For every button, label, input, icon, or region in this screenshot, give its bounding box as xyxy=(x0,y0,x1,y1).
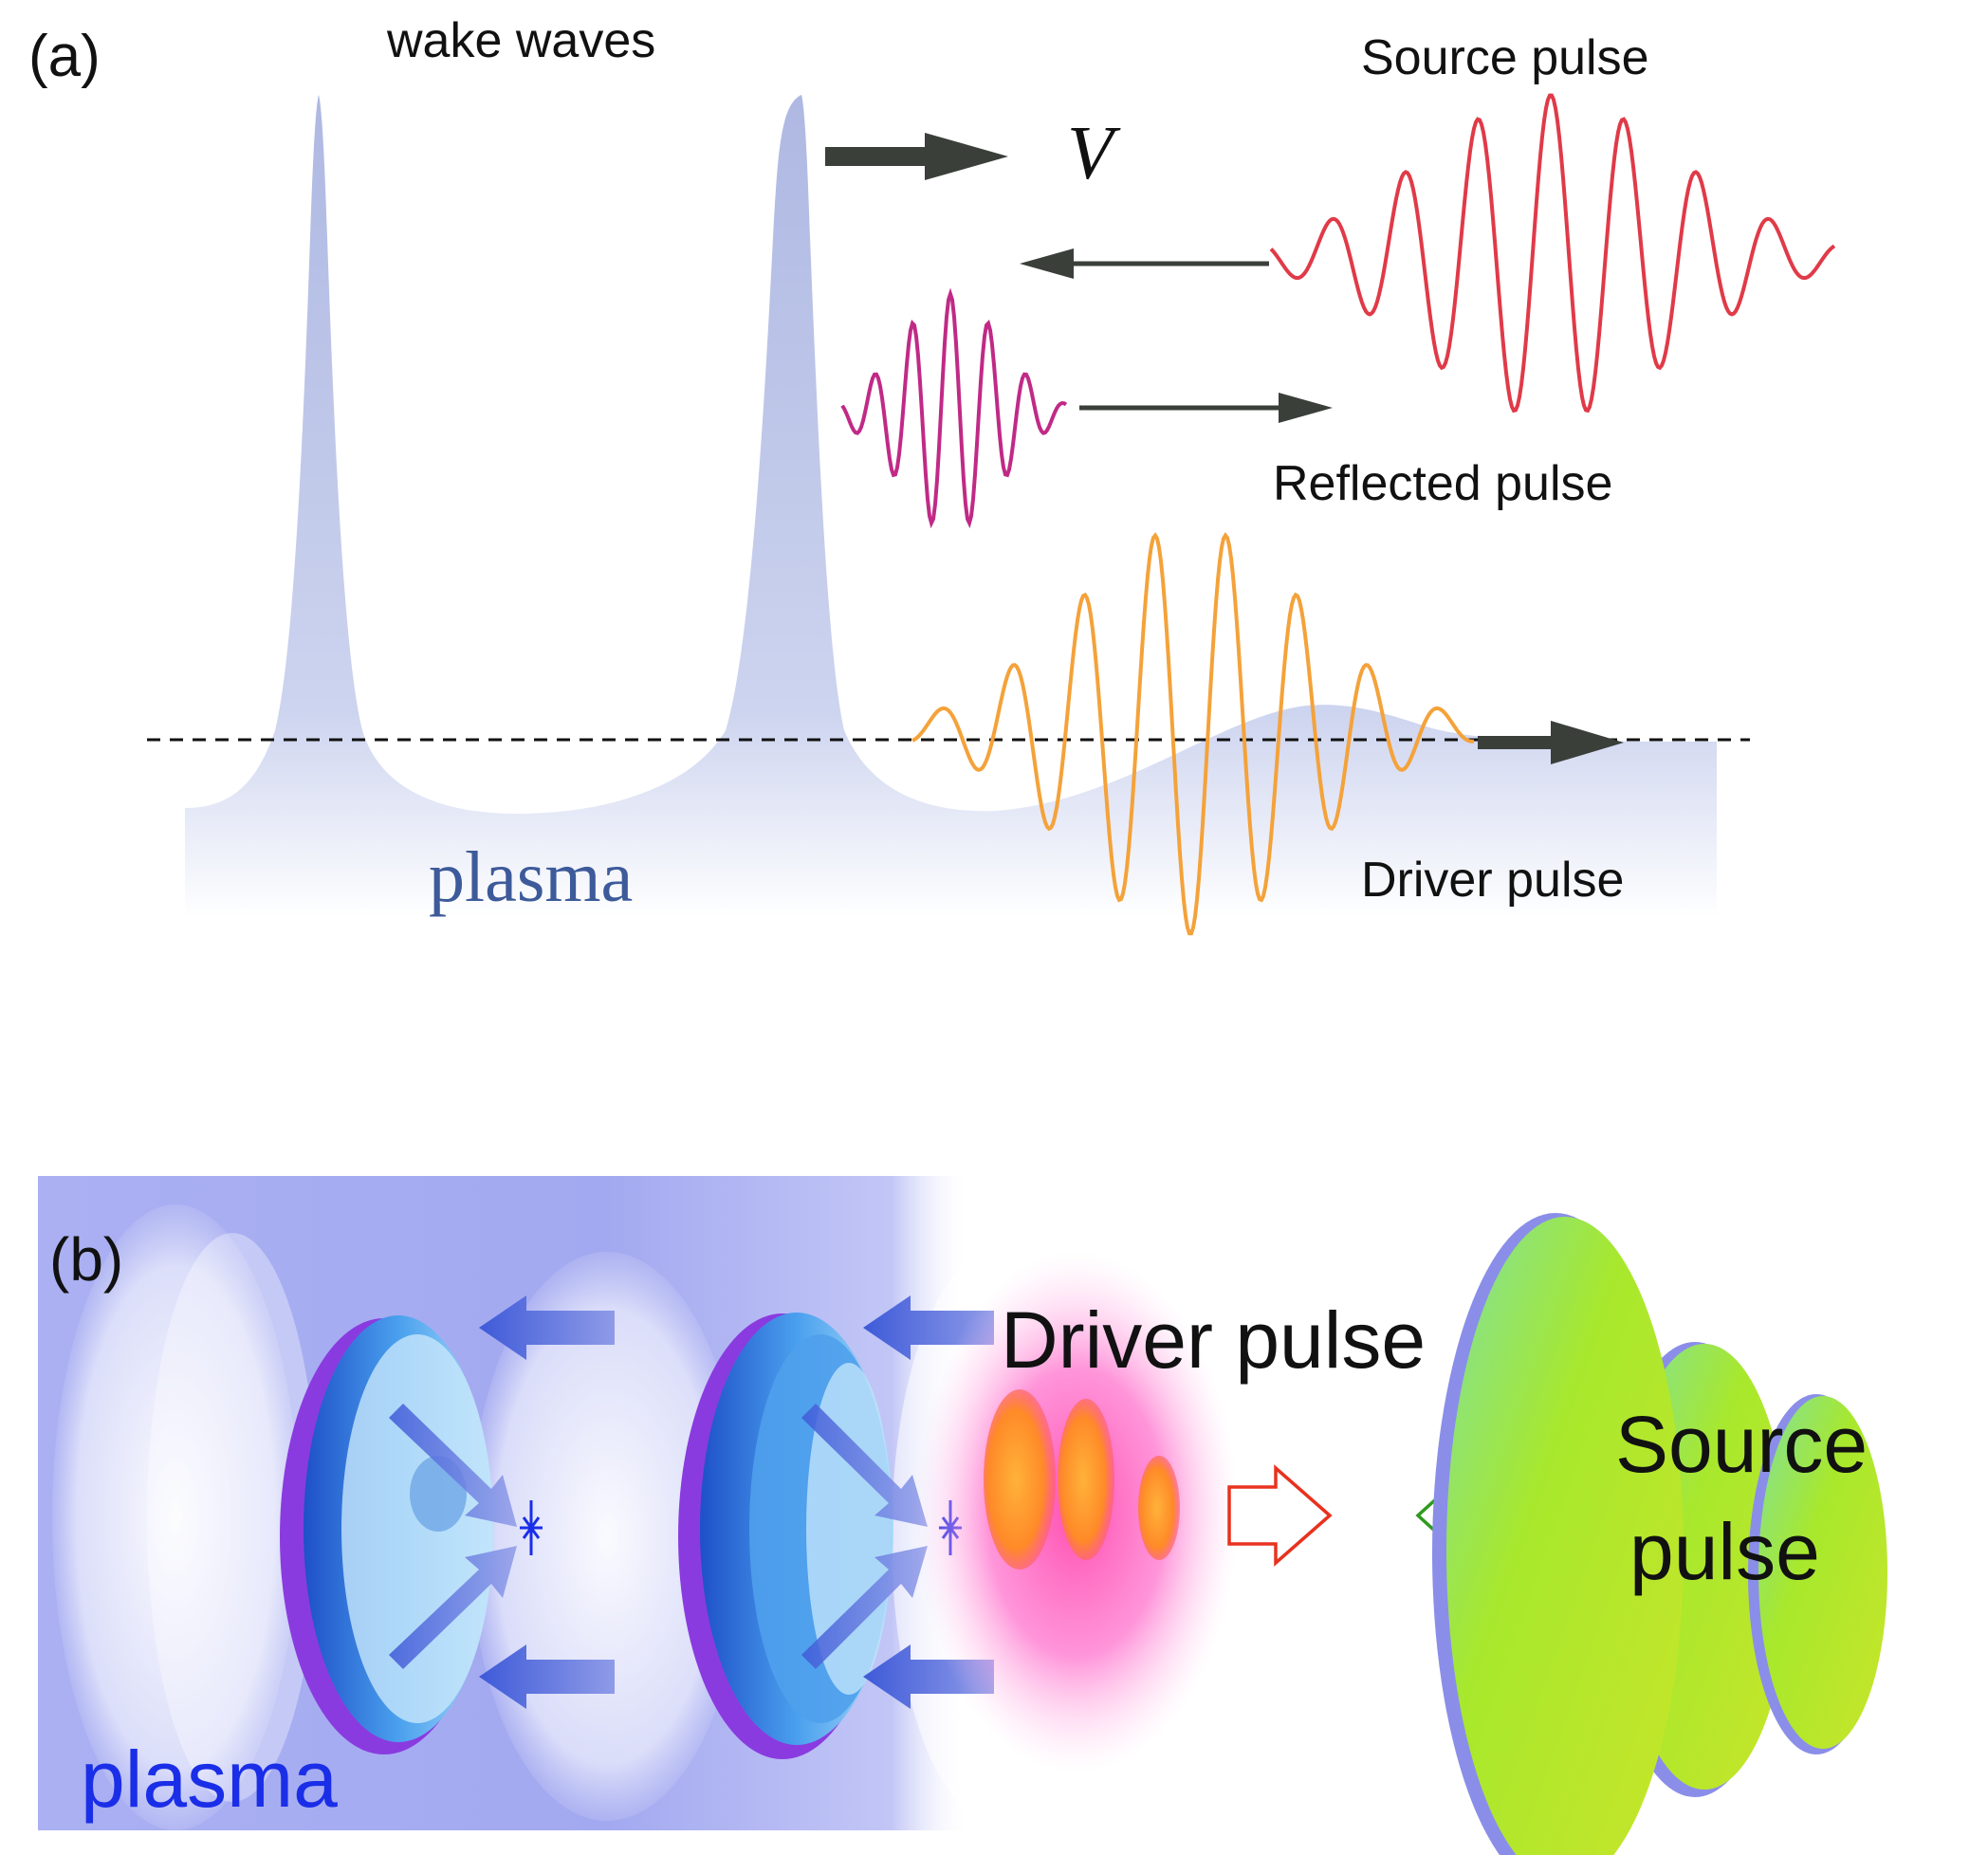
wake-waves-label: wake waves xyxy=(386,13,655,68)
driver-pulse-label-a: Driver pulse xyxy=(1361,853,1624,908)
source-pulse-wave xyxy=(1269,93,1836,413)
plasma-density-profile xyxy=(185,95,1717,918)
velocity-arrow xyxy=(825,133,1008,180)
source-pulse-label-b-line1: Source xyxy=(1615,1400,1868,1489)
driver-pulse-label-b: Driver pulse xyxy=(1001,1295,1426,1385)
source-direction-arrow xyxy=(1020,248,1269,279)
plasma-label-b: plasma xyxy=(81,1735,338,1824)
panel-label-a: (a) xyxy=(28,24,101,89)
driver-direction-arrow xyxy=(1478,721,1624,764)
panel-a: (a) wake waves Source pulse Reflected pu… xyxy=(28,13,1836,936)
source-pulse-3d xyxy=(1432,1213,1887,1855)
driver-direction-arrow-b xyxy=(1227,1464,1333,1567)
ghost-shell xyxy=(52,1204,299,1830)
reflected-direction-arrow xyxy=(1079,393,1333,423)
ghost-shell xyxy=(147,1233,318,1802)
blue-arrows-shell-1 xyxy=(389,1295,615,1709)
driver-pulse-wave xyxy=(911,532,1475,936)
reflected-pulse-wave xyxy=(840,287,1068,529)
panel-b: (b) Driver pulse Source pulse plasma xyxy=(38,1176,1887,1855)
source-pulse-label-b-line2: pulse xyxy=(1629,1507,1820,1596)
focus-point-1 xyxy=(520,1500,543,1555)
reflected-pulse-label: Reflected pulse xyxy=(1273,456,1612,511)
panel-label-b: (b) xyxy=(49,1225,123,1294)
source-pulse-label-a: Source pulse xyxy=(1361,30,1649,85)
velocity-label: V xyxy=(1067,112,1121,195)
plasma-label-a: plasma xyxy=(429,837,633,917)
driver-pulse-3d xyxy=(915,1252,1238,1773)
